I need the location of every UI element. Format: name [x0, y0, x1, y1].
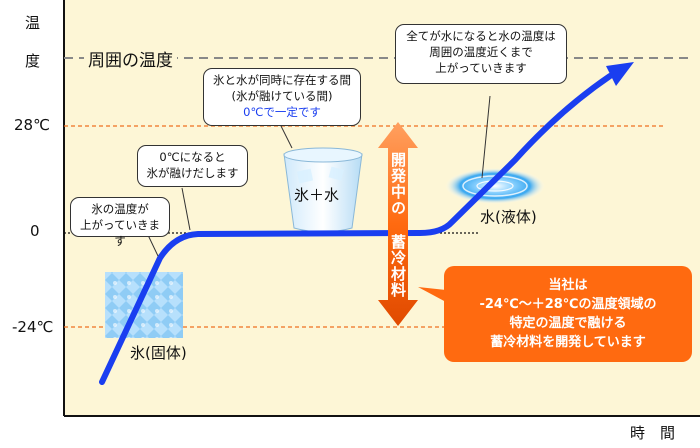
- callout-coexist-line1: 氷と水が同時に存在する間: [213, 73, 351, 87]
- callout-melting-start-line1: 0℃になると: [159, 150, 226, 164]
- callout-melting-start-line2: 氷が融けだします: [146, 166, 239, 180]
- callout-pointer-rising: [147, 234, 159, 257]
- phase-label-liquid: 水(液体): [480, 208, 537, 226]
- callout-rising-solid: 氷の温度が 上がっていきます: [70, 197, 170, 248]
- callout-liquid-rise: 全てが水になると水の温度は 周囲の温度近くまで 上がっていきます: [395, 24, 567, 84]
- company-box-line3: 特定の温度で融ける: [509, 316, 627, 331]
- callout-rising-solid-line1: 氷の温度が: [91, 202, 149, 216]
- glass-image: [283, 147, 363, 233]
- phase-label-solid: 氷(固体): [130, 344, 187, 362]
- company-box-pointer: [418, 287, 446, 302]
- dev-arrow: [378, 122, 418, 326]
- dev-arrow-bottom-text: 蓄冷材料: [389, 234, 407, 298]
- callout-pointer-coexist: [279, 123, 293, 149]
- y-axis-label-1: 温: [25, 14, 41, 32]
- phase-label-mixed: 氷＋水: [294, 186, 340, 204]
- y-axis-label-2: 度: [25, 52, 41, 70]
- company-box-line1: 当社は: [548, 278, 588, 293]
- callout-rising-solid-line2: 上がっていきます: [80, 218, 160, 248]
- temperature-curve: [99, 73, 613, 385]
- dev-arrow-top-text: 開発中の: [389, 152, 407, 216]
- company-box-line4: 蓄冷材料を開発しています: [490, 335, 646, 350]
- tick-28: 28℃: [14, 116, 50, 134]
- callout-pointer-melting: [181, 187, 191, 231]
- callout-coexist: 氷と水が同時に存在する間 (氷が融けている間) 0℃で一定です: [203, 68, 361, 126]
- callout-liquid-rise-line1: 全てが水になると水の温度は: [406, 29, 556, 43]
- water-ripple-image: [445, 168, 545, 204]
- callout-coexist-line2: (氷が融けている間): [231, 89, 333, 103]
- tick-neg24: -24℃: [12, 318, 54, 336]
- company-box: 当社は -24℃～＋28℃の温度領域の 特定の温度で融ける 蓄冷材料を開発してい…: [444, 266, 692, 362]
- callout-coexist-line3: 0℃で一定です: [243, 105, 321, 119]
- ambient-label: 周囲の温度: [84, 46, 177, 71]
- tick-0: 0: [30, 222, 40, 240]
- ice-block-image: [105, 272, 183, 338]
- x-axis-label: 時 間: [630, 424, 676, 442]
- callout-liquid-rise-line3: 上がっていきます: [435, 61, 527, 75]
- callout-liquid-rise-line2: 周囲の温度近くまで: [429, 45, 533, 59]
- curve-arrowhead: [606, 62, 634, 86]
- callout-pointer-liquid: [481, 95, 491, 179]
- callout-melting-start: 0℃になると 氷が融けだします: [137, 145, 248, 187]
- company-box-line2: -24℃～＋28℃の温度領域の: [479, 297, 657, 312]
